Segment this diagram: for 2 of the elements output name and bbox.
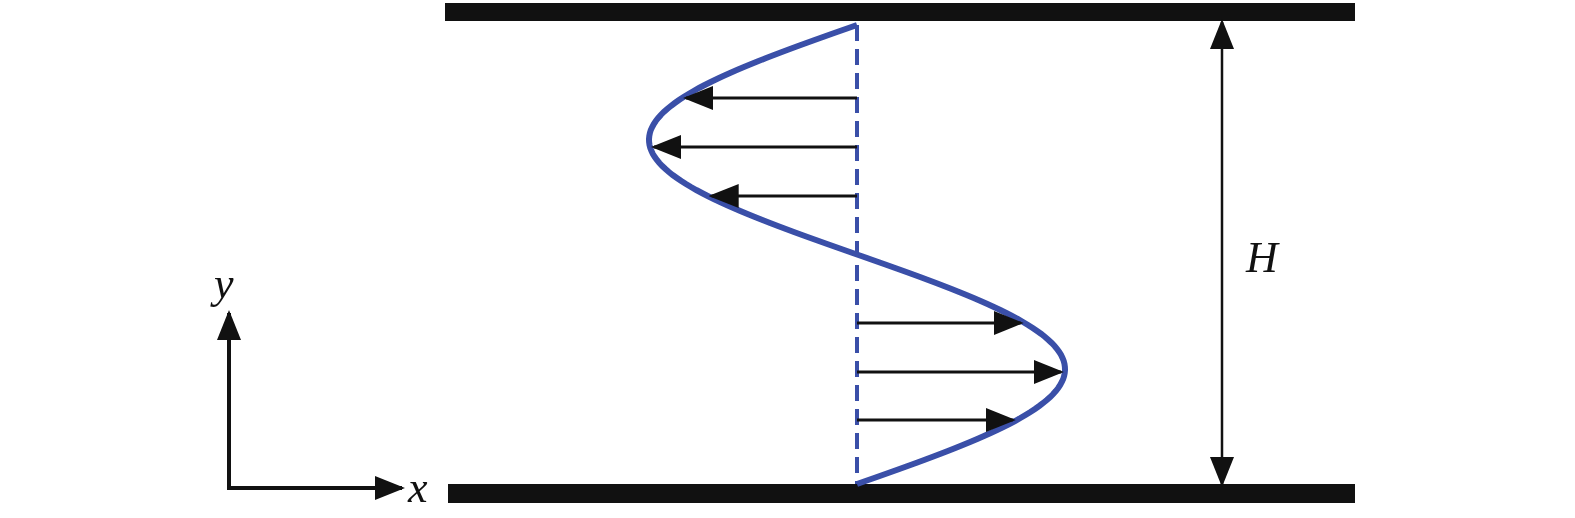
axis-label: x: [408, 466, 428, 510]
dimension-label: H: [1246, 236, 1278, 280]
